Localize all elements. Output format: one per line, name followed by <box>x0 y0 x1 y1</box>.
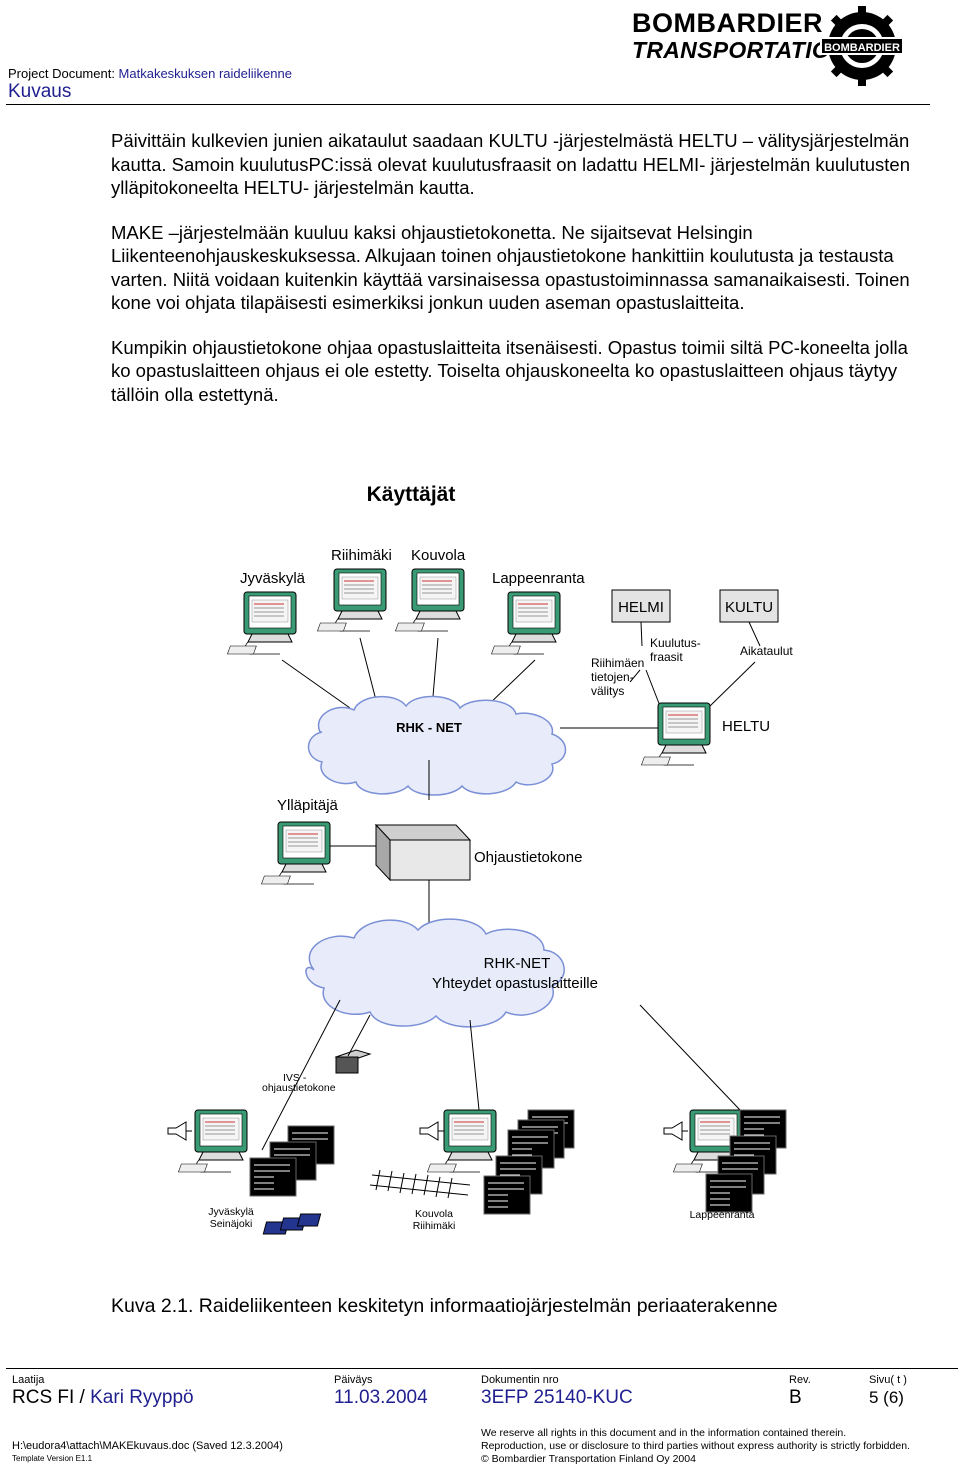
station-right: Lappeenranta <box>690 1209 755 1221</box>
pc-left-station <box>177 1109 248 1173</box>
dok-value: 3EFP 25140-KUC <box>481 1387 633 1408</box>
station-mid-1: Kouvola <box>415 1208 453 1220</box>
link-jyvaskyla <box>281 659 351 709</box>
display-mid-5 <box>483 1175 531 1215</box>
footer-rule <box>6 1368 958 1369</box>
paivays-value: 11.03.2004 <box>334 1387 428 1408</box>
rhk-net2-label: RHK-NET <box>484 955 551 972</box>
kuulutus-1: Kuulutus- <box>650 636 701 650</box>
ivs-box <box>335 1056 359 1074</box>
rights-line-2: Reproduction, use or disclosure to third… <box>481 1440 910 1452</box>
server-box <box>389 839 471 881</box>
station-left-1: Jyväskylä <box>208 1206 254 1218</box>
paragraph-3: Kumpikin ohjaustietokone ohjaa opastusla… <box>111 336 908 405</box>
helmi-label: HELMI <box>618 599 664 616</box>
header-rule <box>6 104 930 105</box>
link-helmi-heltu <box>645 669 661 707</box>
brand-line-1: BOMBARDIER <box>632 8 823 38</box>
link-riihimaki-tieto <box>629 669 641 683</box>
link-helmi <box>640 621 643 647</box>
rights-line-3: © Bombardier Transportation Finland Oy 2… <box>481 1453 696 1465</box>
figure-caption: Kuva 2.1. Raideliikenteen keskitetyn inf… <box>111 1295 778 1317</box>
rights-line-1: We reserve all rights in this document a… <box>481 1427 847 1439</box>
station-mid-2: Riihimäki <box>413 1220 456 1232</box>
section-title: Kuvaus <box>8 81 72 102</box>
horn-mid <box>419 1121 445 1141</box>
link-left-station <box>261 999 341 1151</box>
logo-text: BOMBARDIER <box>824 42 900 54</box>
ticket-icons <box>262 1213 322 1235</box>
heltu-label: HELTU <box>722 718 770 735</box>
link-mid-station <box>469 1019 481 1121</box>
sivu-label: Sivu( t ) <box>869 1374 907 1386</box>
file-path: H:\eudora4\attach\MAKEkuvaus.doc (Saved … <box>12 1440 283 1452</box>
link-kultu <box>748 621 761 647</box>
paragraph-2: MAKE –järjestelmään kuuluu kaksi ohjaust… <box>111 221 910 314</box>
dok-label: Dokumentin nro <box>481 1374 559 1386</box>
link-right-station <box>639 1004 741 1111</box>
kultu-label: KULTU <box>725 599 773 616</box>
diagram-title: Käyttäjät <box>367 483 456 506</box>
aikataulut-label: Aikataulut <box>740 644 793 658</box>
link-kultu-heltu <box>709 661 756 707</box>
track-mid <box>369 1169 471 1199</box>
rhk-net-cloud <box>307 695 567 796</box>
riihimaki-tieto-3: välitys <box>591 684 624 698</box>
riihimaki-tieto-2: tietojen- <box>591 670 634 684</box>
rev-label: Rev. <box>789 1374 811 1386</box>
body-text: Päivittäin kulkevien junien aikataulut s… <box>111 129 911 427</box>
rev-value: B <box>789 1387 802 1408</box>
paivays-label: Päiväys <box>334 1374 373 1386</box>
rhk-net-label: RHK - NET <box>396 720 462 735</box>
pc-kouvola <box>394 568 465 632</box>
user-label-kouvola: Kouvola <box>411 547 466 564</box>
rhk-net-cloud-2 <box>305 918 565 1028</box>
ivs-label-2: ohjaustietokone <box>262 1082 336 1094</box>
user-label-riihimaki: Riihimäki <box>331 547 392 564</box>
station-left-2: Seinäjoki <box>210 1218 253 1230</box>
server-top <box>374 824 472 841</box>
riihimaki-tieto-1: Riihimäen <box>591 656 644 670</box>
pc-riihimaki <box>316 568 387 632</box>
user-label-jyvaskyla: Jyväskylä <box>240 570 306 587</box>
template-version: Template Version E1.1 <box>12 1454 93 1463</box>
display-right-4 <box>705 1173 753 1213</box>
pc-yllapitaja <box>260 821 331 885</box>
project-label: Project Document: <box>8 66 119 81</box>
pc-lappeenranta <box>490 591 561 655</box>
paragraph-1: Päivittäin kulkevien junien aikataulut s… <box>111 130 910 198</box>
brand-line-2: TRANSPORTATION <box>632 37 848 63</box>
laatija-name: Kari Ryyppö <box>90 1387 194 1408</box>
pc-heltu <box>640 702 711 766</box>
pc-mid-station <box>426 1109 497 1173</box>
pc-jyvaskyla <box>226 591 297 655</box>
project-line: Project Document: Matkakeskuksen raideli… <box>8 66 292 81</box>
ohjaustietokone-label: Ohjaustietokone <box>474 849 582 866</box>
link-ivs <box>347 1014 371 1057</box>
link-riihimaki <box>359 637 379 709</box>
sivu-value: 5 (6) <box>869 1388 904 1407</box>
display-left-3 <box>249 1157 297 1197</box>
project-name: Matkakeskuksen raideliikenne <box>118 66 292 81</box>
horn-right <box>663 1121 689 1141</box>
horn-left <box>167 1121 193 1141</box>
user-label-lappeenranta: Lappeenranta <box>492 570 585 587</box>
bombardier-logo: BOMBARDIER <box>820 6 904 86</box>
laatija-value: RCS FI / Kari Ryyppö <box>12 1387 194 1409</box>
yllapitaja-label: Ylläpitäjä <box>277 797 339 814</box>
laatija-label: Laatija <box>12 1374 45 1386</box>
kuulutus-2: fraasit <box>650 650 683 664</box>
system-diagram: Käyttäjät Jyväskylä Riihimäki Kouvola La… <box>167 483 793 1235</box>
yhteydet-label: Yhteydet opastuslaitteille <box>432 975 598 992</box>
laatija-org: RCS FI / <box>12 1387 91 1408</box>
